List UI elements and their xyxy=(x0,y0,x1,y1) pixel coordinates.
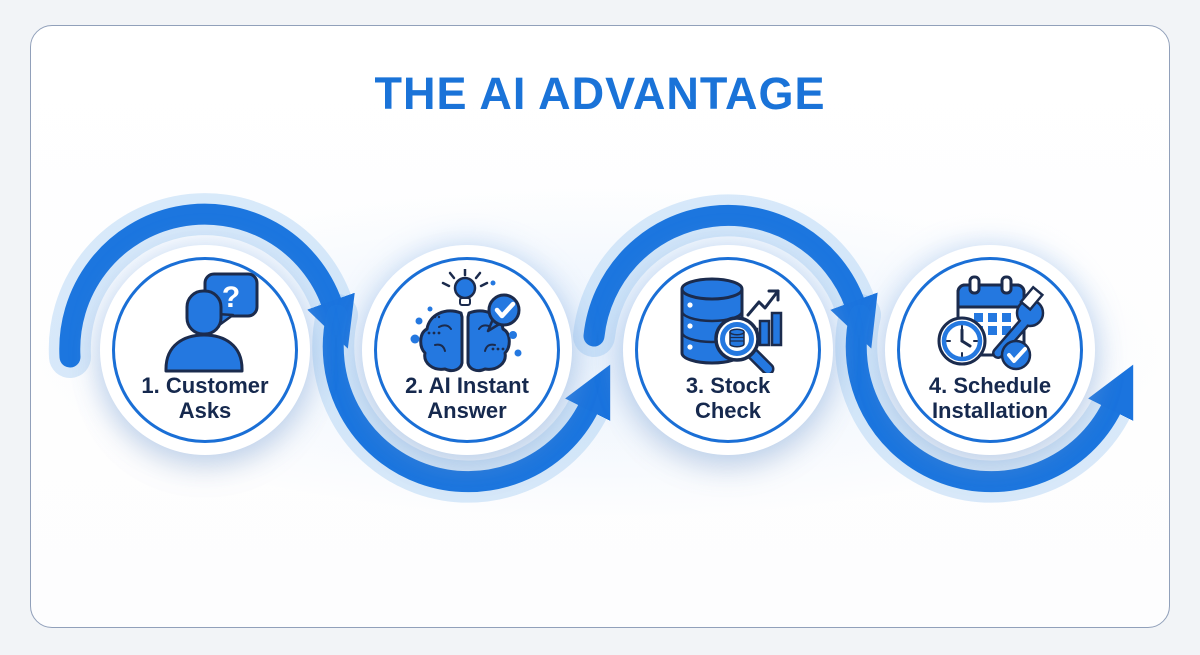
calendar-schedule-icon xyxy=(937,275,1045,371)
scatter-dots xyxy=(410,280,522,357)
step-circle-3: 3. Stock Check xyxy=(623,245,833,455)
step-circle-4: 4. Schedule Installation xyxy=(885,245,1095,455)
magnifier xyxy=(714,316,775,373)
step-circle-2: 2. AI Instant Answer xyxy=(362,245,572,455)
clock xyxy=(937,316,987,366)
brain xyxy=(419,309,511,373)
bulb-rays xyxy=(441,269,489,288)
step-ring xyxy=(374,257,560,443)
lightbulb xyxy=(453,276,477,300)
page-title: THE AI ADVANTAGE xyxy=(374,68,826,119)
step-label-4: 4. Schedule Installation xyxy=(928,373,1052,424)
database-search-icon xyxy=(680,277,783,373)
question-mark-glyph: ? xyxy=(222,281,240,314)
brain-answer-icon xyxy=(410,269,522,373)
check-badge xyxy=(1000,339,1032,371)
step-circle-1: ? 1. Customer Asks xyxy=(100,245,310,455)
wrench xyxy=(992,285,1045,359)
step-label-1: 1. Customer Asks xyxy=(141,373,269,424)
database-dots xyxy=(687,302,693,350)
dash-dots xyxy=(427,315,505,351)
step-ring xyxy=(897,257,1083,443)
brain-folds xyxy=(434,324,496,352)
step-ring xyxy=(635,257,821,443)
step-ring xyxy=(112,257,298,443)
check-bubble xyxy=(486,293,521,333)
step-label-2: 2. AI Instant Answer xyxy=(405,373,529,424)
person-question-icon: ? xyxy=(164,272,259,373)
step-label-3: 3. Stock Check xyxy=(685,373,771,424)
